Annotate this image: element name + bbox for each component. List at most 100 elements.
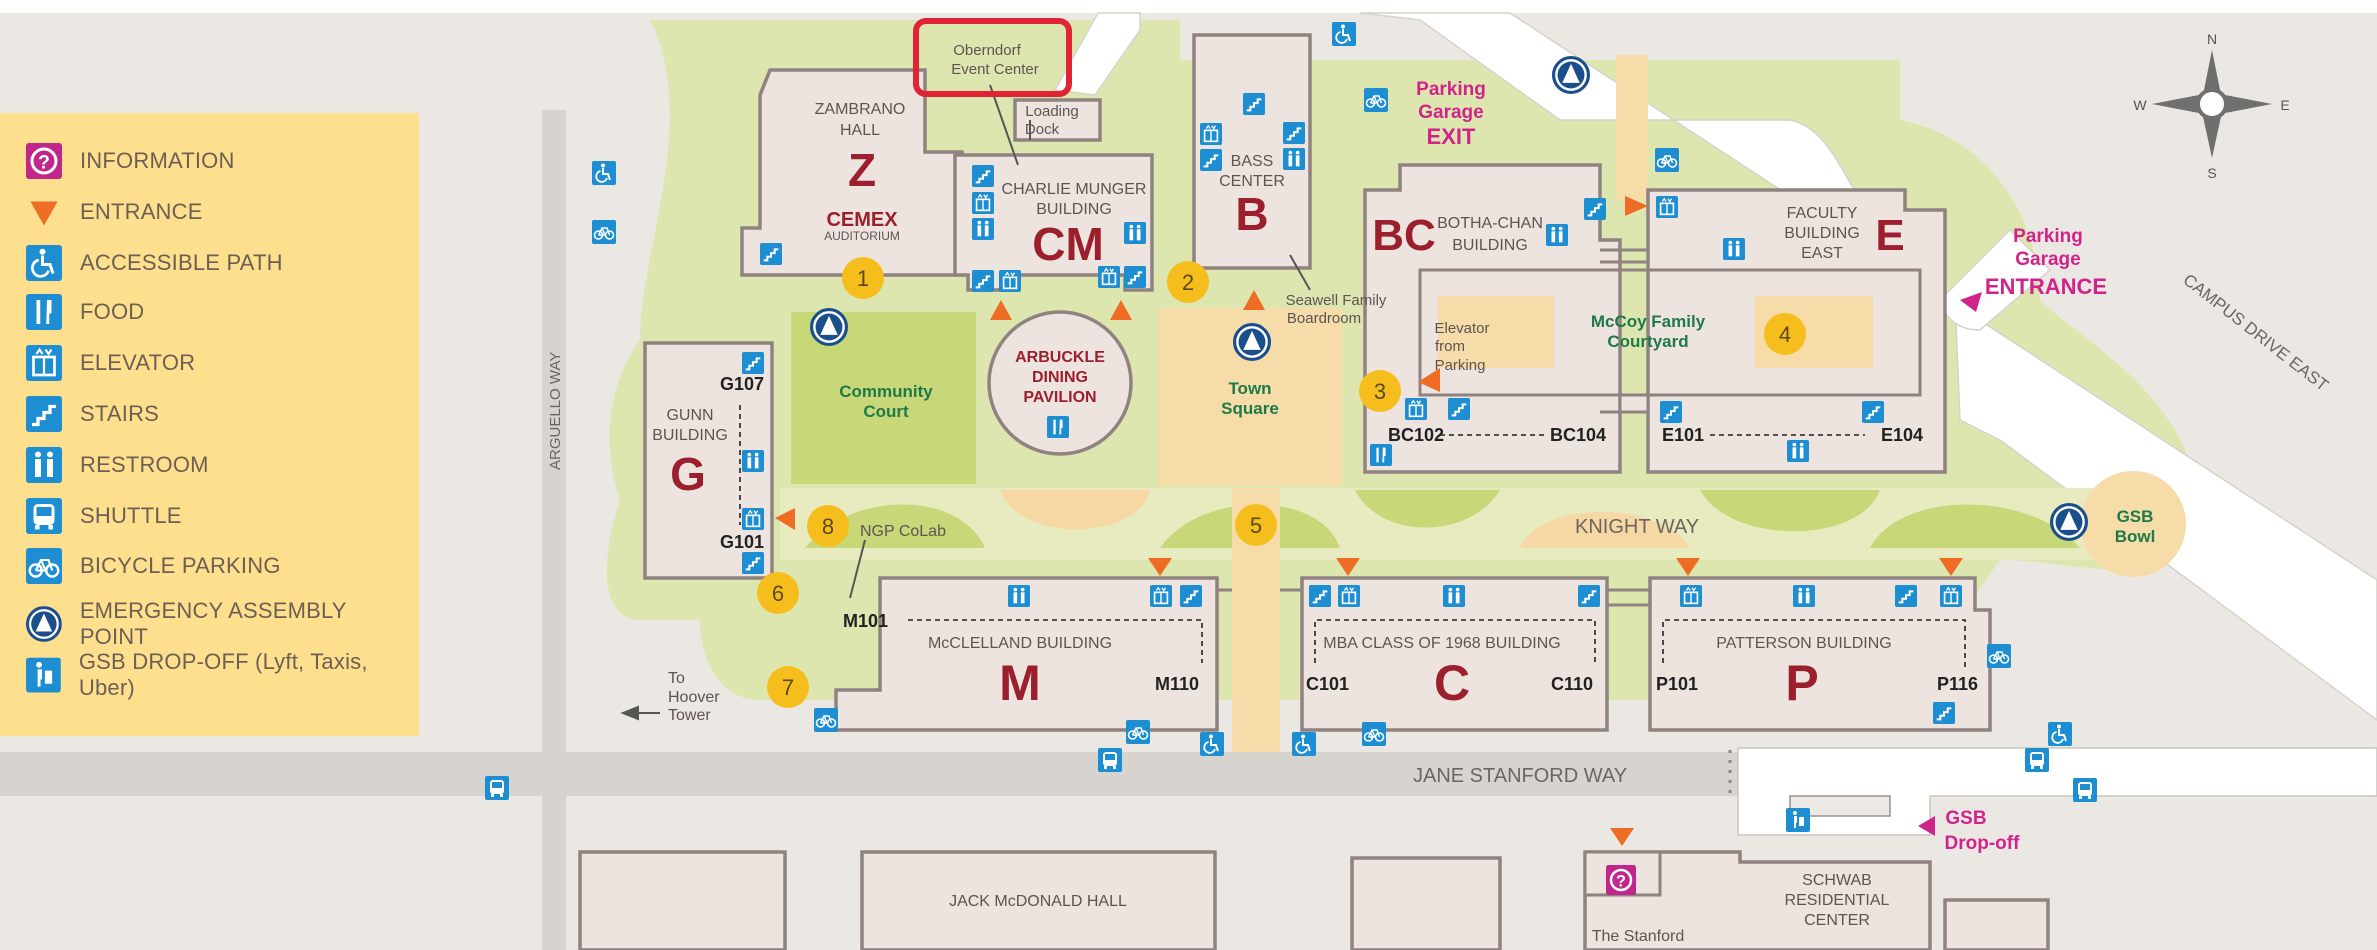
arbuckle-pavilion bbox=[987, 310, 1133, 456]
legend-label: GSB DROP-OFF (Lyft, Taxis, Uber) bbox=[78, 649, 368, 700]
dropoff-line-1: GSB bbox=[1945, 808, 1986, 829]
oberndorf-road bbox=[1053, 12, 1141, 96]
patterson-letter: P bbox=[1785, 655, 1818, 711]
mcclelland-name: McCLELLAND BUILDING bbox=[928, 635, 1112, 652]
legend-item-information: ? INFORMATION bbox=[26, 143, 235, 179]
compass-n: N bbox=[2207, 31, 2217, 47]
room-m110: M110 bbox=[1155, 674, 1199, 694]
garage-entrance-arrow bbox=[1960, 292, 1982, 312]
faculty-letter: E bbox=[1875, 211, 1904, 260]
legend-label: FOOD bbox=[80, 299, 145, 324]
ngp-leader bbox=[849, 539, 866, 599]
legend-item-assembly: EMERGENCY ASSEMBLY POINT bbox=[26, 598, 419, 650]
schwab-line-1: SCHWAB bbox=[1802, 872, 1872, 889]
entrance-line-2: Garage bbox=[2015, 249, 2080, 270]
community-line-2: Court bbox=[863, 402, 909, 421]
emergency-assembly-icon bbox=[26, 606, 62, 642]
legend-label: SHUTTLE bbox=[80, 503, 182, 528]
marker-2: 2 bbox=[1182, 270, 1194, 295]
oberndorf-highlight[interactable] bbox=[913, 18, 1072, 97]
seawell-leader bbox=[1289, 254, 1311, 291]
schwab-line-2: RESIDENTIAL bbox=[1785, 892, 1890, 909]
marker-1: 1 bbox=[857, 266, 869, 291]
jane-stanford-road-east bbox=[1737, 747, 2377, 836]
svg-text:?: ? bbox=[38, 152, 50, 174]
schwab-center bbox=[1583, 850, 1932, 950]
room-bc104: BC104 bbox=[1550, 425, 1606, 445]
loading-line-1: Loading bbox=[1025, 103, 1078, 120]
exit-line-2: Garage bbox=[1418, 102, 1483, 123]
legend-label: ENTRANCE bbox=[80, 199, 203, 224]
junction-link bbox=[1618, 393, 1650, 414]
entrance-line-3: ENTRANCE bbox=[1985, 274, 2107, 299]
legend-item-stairs: STAIRS bbox=[26, 396, 159, 432]
faculty-name-1: FACULTY bbox=[1787, 205, 1858, 222]
exit-line-3: EXIT bbox=[1427, 124, 1476, 149]
arguello-label: ARGUELLO WAY bbox=[547, 352, 564, 470]
marker-4: 4 bbox=[1779, 322, 1791, 347]
information-icon: ? bbox=[26, 143, 62, 179]
gunn-name-1: GUNN bbox=[666, 407, 713, 424]
room-c110: C110 bbox=[1551, 674, 1593, 694]
jack-label: JACK McDONALD HALL bbox=[949, 893, 1127, 910]
elevator-line-2: from bbox=[1435, 338, 1465, 355]
entrance-markers bbox=[775, 196, 1963, 846]
courtyard bbox=[1418, 268, 1922, 397]
ngp-label: NGP CoLab bbox=[860, 523, 946, 540]
knight-way-label: KNIGHT WAY bbox=[1575, 516, 1699, 538]
seawell-line-2: Boardroom bbox=[1287, 310, 1361, 327]
legend-item-food: FOOD bbox=[26, 294, 144, 330]
legend-label: ACCESSIBLE PATH bbox=[80, 250, 283, 275]
legend-label: ELEVATOR bbox=[80, 350, 196, 375]
patterson-name: PATTERSON BUILDING bbox=[1716, 635, 1891, 652]
seawell-line-1: Seawell Family bbox=[1286, 292, 1387, 309]
numbered-markers bbox=[757, 257, 1806, 708]
patterson-building bbox=[1648, 576, 1992, 732]
food-icon bbox=[26, 294, 62, 330]
oberndorf-leader bbox=[989, 84, 1019, 166]
bass-letter: B bbox=[1235, 188, 1268, 240]
loading-line-2: Dock bbox=[1025, 121, 1060, 138]
knight-way-lawns bbox=[805, 490, 2080, 548]
legend-item-restroom: RESTROOM bbox=[26, 447, 209, 483]
elevator-icon bbox=[26, 345, 62, 381]
east-small-building bbox=[1943, 898, 2050, 950]
stairs-icon bbox=[26, 396, 62, 432]
hoover-line-3: Tower bbox=[668, 707, 711, 724]
dropoff-line-2: Drop-off bbox=[1945, 833, 2021, 854]
courtyard-plaza bbox=[1438, 296, 1554, 368]
room-g107: G107 bbox=[720, 374, 764, 394]
legend-label: INFORMATION bbox=[80, 148, 235, 173]
exit-line-1: Parking bbox=[1416, 79, 1486, 100]
courtyard-line-2: Courtyard bbox=[1607, 332, 1688, 351]
bicycle-parking-icon bbox=[26, 548, 62, 584]
community-line-1: Community bbox=[839, 382, 933, 401]
compass-s: S bbox=[2207, 165, 2216, 181]
dropoff-icon bbox=[26, 657, 61, 693]
gsb-bowl bbox=[2080, 471, 2186, 577]
dropoff-lane bbox=[1789, 795, 1891, 817]
botha-name-2: BUILDING bbox=[1452, 237, 1528, 254]
east-path bbox=[1616, 55, 1648, 200]
munger-name-1: CHARLIE MUNGER bbox=[1002, 181, 1147, 198]
arbuckle-line-2: DINING bbox=[1032, 369, 1088, 386]
gunn-name-2: BUILDING bbox=[652, 427, 728, 444]
town-line-2: Square bbox=[1221, 399, 1279, 418]
knight-way-sand bbox=[1000, 490, 1690, 548]
bass-name-1: BASS bbox=[1231, 153, 1274, 170]
zambrano-name-2: HALL bbox=[840, 122, 880, 139]
faculty-name-2: BUILDING bbox=[1784, 225, 1860, 242]
arbuckle-line-3: PAVILION bbox=[1023, 389, 1096, 406]
jane-stanford-road bbox=[0, 752, 1738, 796]
botha-name-1: BOTHA-CHAN bbox=[1437, 215, 1543, 232]
restroom-icon bbox=[26, 447, 62, 483]
hoover-arrow bbox=[620, 705, 660, 721]
shuttle-icon bbox=[26, 498, 62, 534]
legend-item-dropoff: GSB DROP-OFF (Lyft, Taxis, Uber) bbox=[26, 649, 419, 701]
zambrano-auditorium: AUDITORIUM bbox=[824, 229, 900, 243]
gunn-letter: G bbox=[670, 448, 706, 500]
legend-item-shuttle: SHUTTLE bbox=[26, 498, 182, 534]
accessible-path-icon bbox=[26, 245, 62, 281]
town-line-1: Town bbox=[1228, 379, 1271, 398]
legend-label: BICYCLE PARKING bbox=[80, 553, 281, 578]
